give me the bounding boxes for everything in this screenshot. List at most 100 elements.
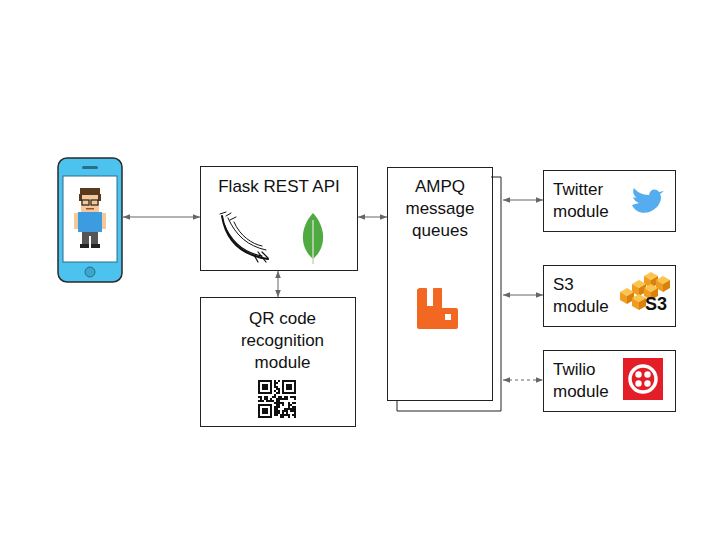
qr-code-icon-part [292, 408, 294, 410]
qr-code-icon-part [276, 388, 278, 390]
twilio-logo-part [635, 371, 641, 377]
avatar-figure-part [74, 213, 78, 229]
twilio-logo-part [630, 366, 656, 392]
qr-code-icon-part [274, 384, 276, 386]
qr-code-icon-part [260, 398, 262, 400]
module-box: Twitter module [543, 170, 676, 232]
qr-code-icon-part [268, 400, 270, 402]
twilio-logo-part [644, 371, 650, 377]
qr-code-icon-part [278, 410, 280, 412]
qr-code-icon-part [274, 394, 276, 396]
qr-code-icon-part [264, 398, 266, 400]
qr-code-icon-part [292, 410, 294, 412]
qr-code-icon-part [280, 396, 282, 398]
qr-code-icon-part [274, 382, 276, 384]
qr-code-icon-part [258, 396, 260, 398]
qr-code-icon-part [278, 404, 280, 406]
qr-code-icon-part [294, 398, 296, 400]
qr-code-icon-part [274, 412, 276, 414]
connector-arrow [358, 217, 387, 218]
flask-logo-part [234, 222, 262, 246]
qr-code-icon-part [282, 404, 284, 406]
qr-code-icon-part [260, 400, 262, 402]
qr-code-icon-part [274, 408, 276, 410]
qr-code-icon-part [284, 414, 286, 416]
qr-code-icon-part [294, 408, 296, 410]
qr-code-icon-part [264, 396, 266, 398]
module-box: S3 module S3 [543, 265, 676, 327]
node-label: S3 module [553, 274, 629, 318]
qr-code-icon-part [290, 408, 292, 410]
connector-arrow [278, 271, 279, 297]
qr-code-icon-part [274, 380, 276, 382]
connector-arrow [503, 295, 543, 296]
s3-logo-part [632, 280, 646, 296]
phone-illustration [58, 158, 122, 282]
flask-logo [220, 212, 268, 262]
qr-code-icon-part [290, 410, 292, 412]
qr-code-icon-part [266, 400, 268, 402]
qr-code-icon-part [270, 400, 272, 402]
qr-code-icon-part [282, 398, 284, 400]
qr-code-icon-part [288, 416, 290, 418]
avatar-figure-part [78, 212, 102, 232]
qr-code-icon-part [262, 384, 268, 390]
s3-logo-part [632, 294, 646, 310]
qr-code-icon-part [294, 410, 296, 412]
twilio-logo-part [635, 380, 641, 386]
rabbitmq-logo [417, 288, 458, 329]
qr-code-icon-part [278, 400, 280, 402]
qr-code-icon-part [270, 398, 272, 400]
qr-code-icon-part [284, 396, 286, 398]
avatar-figure-part [86, 208, 94, 210]
qr-code-icon-part [276, 392, 278, 394]
qr-code-icon-part [276, 382, 278, 384]
qr-code-icon-part [276, 386, 278, 388]
phone-illustration-part [85, 267, 95, 277]
qr-code-icon-part [286, 384, 292, 390]
qr-code-icon-part [259, 381, 271, 393]
qr-code-icon-part [290, 396, 292, 398]
qr-code-icon-part [274, 406, 276, 408]
qr-code-icon-part [280, 416, 282, 418]
node-label: Twitter module [553, 179, 629, 223]
qr-code-icon-part [276, 404, 278, 406]
node-label: AMPQ message queues [392, 176, 488, 242]
logo-text: S3 [645, 295, 667, 313]
qr-code-icon-part [280, 402, 282, 404]
twitter-bird [632, 188, 664, 213]
qr-code-icon-part [280, 414, 282, 416]
qr-code-icon-part [292, 402, 294, 404]
qr-code-icon-part [276, 402, 278, 404]
qr-code-icon-part [266, 398, 268, 400]
qr-code-icon-part [288, 402, 290, 404]
avatar-figure [74, 188, 106, 248]
flask-logo-part [228, 218, 266, 250]
qr-code-icon-part [294, 396, 296, 398]
twilio-logo-part [623, 358, 663, 400]
node-label: Flask REST API [204, 176, 354, 198]
qr-code-icon-part [258, 380, 296, 418]
qr-code-icon-part [282, 412, 284, 414]
qr-code-icon-part [278, 406, 280, 408]
twilio-logo [623, 358, 663, 400]
phone-api-link [123, 217, 200, 218]
qr-code-icon-part [276, 398, 278, 400]
qr-code-icon-part [274, 386, 276, 388]
qr-code-icon-part [294, 402, 296, 404]
qr-code-icon-part [286, 410, 288, 412]
qr-code-icon-part [286, 412, 288, 414]
qr-code-icon-part [284, 408, 286, 410]
qr-code-icon-part [282, 416, 284, 418]
queue-box: AMPQ message queues [387, 167, 493, 401]
phone-illustration-part [63, 176, 117, 262]
flask-logo-part [224, 224, 262, 256]
qr-code-icon-part [278, 390, 280, 392]
qr-code-icon-part [286, 396, 288, 398]
avatar-figure-part [80, 244, 89, 248]
flask-logo-part [222, 216, 268, 259]
module-box: QR code recognition module [200, 297, 356, 427]
qr-code-icon-part [294, 416, 296, 418]
